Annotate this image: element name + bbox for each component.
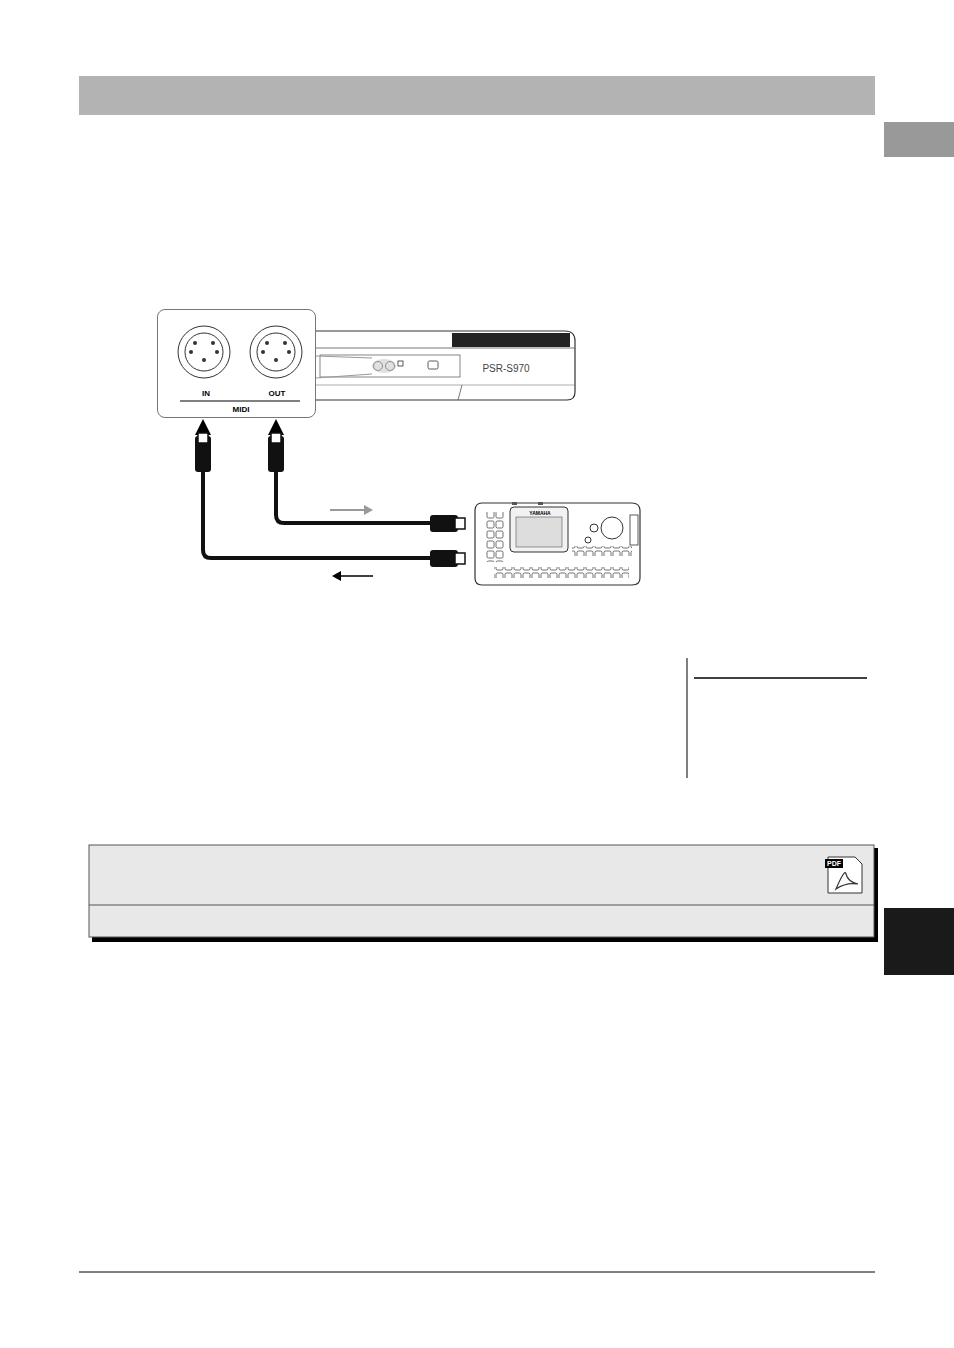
reference-box [89, 845, 874, 937]
midi-plug [195, 433, 465, 567]
jack-pins [189, 341, 291, 362]
icon-label: PDF [825, 859, 843, 868]
side-tab [884, 122, 954, 157]
side-tab-active [884, 908, 954, 975]
midi-cable [203, 427, 465, 558]
note-rule [694, 677, 867, 679]
pdf-icon-node: PDF [826, 856, 864, 896]
keyboard-illustration [316, 331, 575, 400]
port-label: IN [202, 390, 210, 398]
flow-arrow [330, 505, 373, 581]
sequencer-illustration [475, 502, 640, 585]
button-row [572, 546, 632, 556]
jack-panel-inset: IN OUT MIDI [157, 309, 316, 418]
footer-rule [79, 1272, 875, 1273]
midi-jack [178, 326, 302, 378]
sequencer-node: YAMAHA [475, 503, 640, 585]
port-label: MIDI [233, 406, 250, 414]
keyboard-node: PSR-S970 [316, 330, 575, 400]
port-label: OUT [269, 390, 286, 398]
note-rule [687, 658, 688, 778]
button-row [486, 512, 504, 562]
brand-name: YAMAHA [529, 511, 550, 516]
reference-rule [89, 905, 874, 906]
label-rule [180, 401, 300, 402]
header-bar [79, 76, 875, 115]
midi-cable [276, 427, 465, 523]
model-name: PSR-S970 [482, 364, 529, 374]
button-row [494, 567, 629, 578]
